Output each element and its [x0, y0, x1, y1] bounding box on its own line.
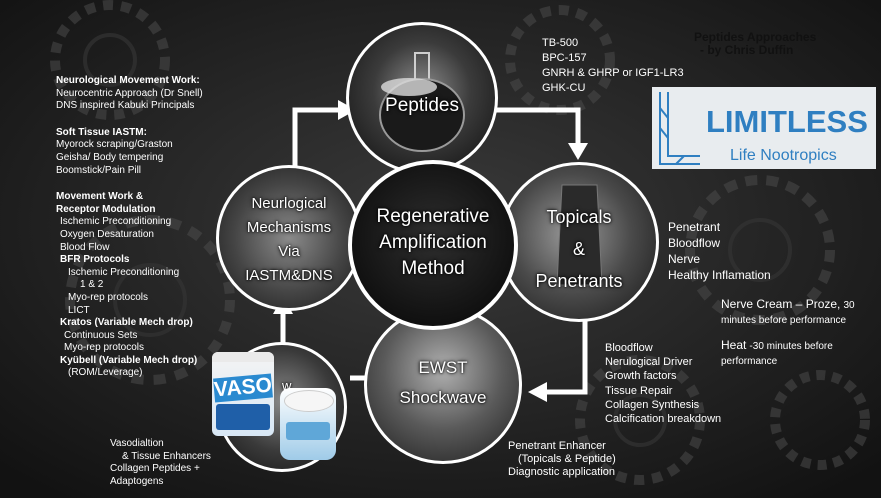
soft-item: Geisha/ Body tempering — [56, 151, 164, 163]
kratos-item: Continuous Sets — [64, 329, 138, 341]
heat-suffix: -30 minutes before — [749, 341, 833, 352]
heat-main: Heat — [721, 338, 747, 352]
neuro-heading: Neurological Movement Work: — [56, 75, 200, 86]
logo-subtitle: Life Nootropics — [730, 147, 837, 164]
ewst-node: EWST Shockwave — [364, 306, 522, 464]
cream-tube-icon — [556, 184, 603, 286]
movement-heading-2: Receptor Modulation — [56, 203, 156, 215]
peptides-item: GNRH & GHRP or IGF1-LR3 — [542, 67, 684, 79]
neuro-label-line4: IASTM&DNS — [245, 267, 333, 284]
ewst-benefits: Bloodflow Nerulogical Driver Growth fact… — [605, 341, 721, 426]
topicals-benefit-item: Healthy Inflamation — [668, 268, 771, 282]
bfr-item: LICT — [68, 304, 90, 316]
neuro-label-line3: Via — [278, 243, 300, 260]
peptides-list: TB-500 BPC-157 GNRH & GHRP or IGF1-LR3 G… — [542, 36, 684, 96]
center-label-line2: Amplification — [379, 232, 487, 253]
ewst-bottom-notes: Penetrant Enhancer (Topicals & Peptide) … — [508, 440, 616, 479]
nerve-cream-main: Nerve Cream – Proze, — [721, 297, 841, 311]
ewst-benefit-item: Bloodflow — [605, 342, 653, 354]
heat-note: Heat -30 minutes before performance — [721, 339, 833, 368]
bfr-item: 1 & 2 — [80, 279, 104, 291]
peptides-label: Peptides — [385, 95, 459, 116]
topicals-label-line1: Topicals — [546, 207, 612, 227]
topicals-label-line2: & — [572, 239, 585, 259]
flask-icon — [379, 52, 465, 152]
bfr-item: Ischemic Preconditioning — [68, 266, 180, 278]
kratos-item: Myo-rep protocols — [64, 342, 145, 354]
topicals-benefit-item: Nerve — [668, 252, 701, 266]
ewst-benefit-item: Growth factors — [605, 370, 677, 383]
ewst-benefit-item: Calcification breakdown — [605, 413, 722, 426]
supplement-notes: Vasodialtion & Tissue Enhancers Collagen… — [110, 438, 211, 488]
arrow-peptides-to-topicals — [490, 107, 581, 145]
soft-heading: Soft Tissue IASTM: — [56, 126, 147, 138]
peptides-item: BPC-157 — [542, 52, 587, 64]
neuro-item: Neurocentric Approach (Dr Snell) — [56, 87, 203, 99]
peptides-node: Peptides — [346, 22, 498, 174]
limitless-logo: LIMITLESS Life Nootropics — [652, 87, 876, 169]
movement-item: Oxygen Desaturation — [60, 228, 154, 240]
bfr-heading: BFR Protocols — [60, 254, 130, 266]
supplement-note-item: Vasodialtion — [110, 438, 164, 449]
kyubell-item: (ROM/Leverage) — [68, 367, 143, 379]
neuro-label-line2: Mechanisms — [246, 219, 332, 236]
neuro-item: DNS inspired Kabuki Principals — [56, 100, 195, 112]
peptides-item: TB-500 — [542, 37, 579, 49]
soft-item: Boomstick/Pain Pill — [56, 164, 142, 176]
neuro-label-line1: Neurlogical — [251, 195, 327, 212]
ewst-bottom-item: (Topicals & Peptide) — [518, 453, 616, 465]
ewst-bottom-item: Diagnostic application — [508, 466, 616, 478]
movement-item: Blood Flow — [60, 241, 110, 253]
ewst-benefit-item: Collagen Synthesis — [605, 398, 700, 411]
supplements-label-line1: w — [282, 378, 292, 393]
nerve-cream-suffix: 30 — [843, 300, 855, 311]
nerve-cream-line2: minutes before performance — [721, 315, 847, 326]
neuro-node: Neurlogical Mechanisms Via IASTM&DNS — [216, 165, 362, 311]
movement-heading-1: Movement Work & — [56, 191, 144, 203]
kratos-heading: Kratos (Variable Mech drop) — [60, 317, 193, 329]
bfr-item: Myo-rep protocols — [68, 291, 149, 303]
ewst-benefit-item: Tissue Repair — [605, 384, 673, 397]
supplement-note-item: Adaptogens — [110, 475, 164, 487]
ewst-label-line1: EWST — [418, 358, 468, 377]
kyubell-heading: Kyübell (Variable Mech drop) — [60, 354, 198, 366]
title: Peptides Approaches - by Chris Duffin — [694, 31, 816, 57]
ewst-benefit-item: Nerulogical Driver — [605, 356, 693, 369]
vaso-label: VASO — [213, 373, 273, 403]
left-notes: Neurological Movement Work: Neurocentric… — [56, 75, 203, 380]
peptides-item: GHK-CU — [542, 82, 586, 94]
topicals-benefit-item: Penetrant — [668, 220, 721, 234]
nerve-cream-note: Nerve Cream – Proze, 30 minutes before p… — [721, 298, 855, 327]
ewst-bottom-item: Penetrant Enhancer — [508, 440, 606, 452]
arrow-topicals-to-ewst — [545, 320, 588, 395]
supplement-note-item: Collagen Peptides + — [110, 463, 200, 474]
topicals-label-line3: Penetrants — [535, 271, 623, 291]
topicals-benefits: Penetrant Bloodflow Nerve Healthy Inflam… — [668, 219, 771, 283]
title-line1: Peptides Approaches — [694, 30, 817, 44]
limitless-l-icon — [659, 92, 700, 165]
logo-brand: LIMITLESS — [706, 104, 868, 139]
center-label-line3: Method — [401, 258, 465, 279]
topicals-benefit-item: Bloodflow — [668, 236, 721, 250]
soft-item: Myorock scraping/Graston — [56, 139, 173, 151]
ewst-label-line2: Shockwave — [399, 388, 487, 407]
title-line2: - by Chris Duffin — [700, 43, 794, 57]
movement-item: Ischemic Preconditioning — [60, 216, 172, 228]
center-label-line1: Regenerative — [376, 206, 490, 227]
center-node: Regenerative Amplification Method — [348, 160, 518, 330]
supplement-note-item: & Tissue Enhancers — [122, 450, 211, 462]
topicals-node: Topicals & Penetrants — [499, 162, 659, 322]
peptide-jar — [280, 388, 336, 460]
vaso-tub: VASO — [212, 352, 274, 436]
heat-line2: performance — [721, 356, 778, 367]
